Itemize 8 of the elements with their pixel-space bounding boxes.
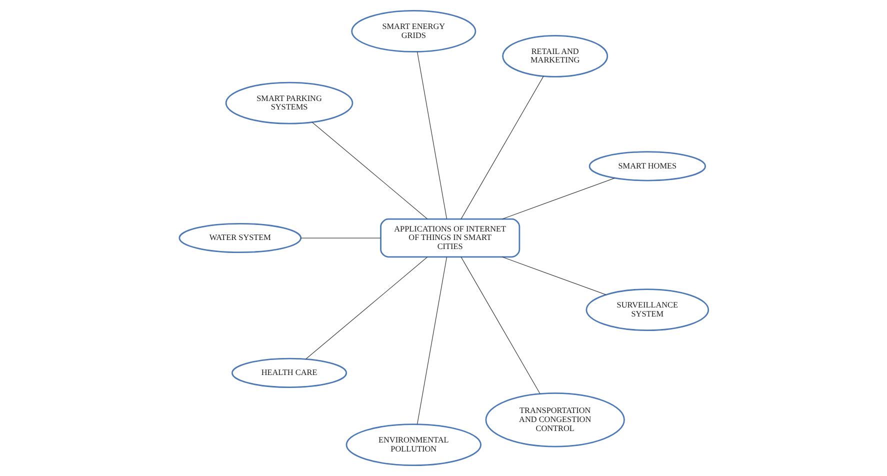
- connector: [416, 256, 447, 425]
- connector: [304, 256, 428, 360]
- connector: [501, 256, 606, 296]
- connector: [460, 256, 540, 394]
- connector: [501, 178, 615, 220]
- connector: [416, 51, 447, 220]
- connector: [460, 76, 544, 220]
- connector: [311, 122, 428, 220]
